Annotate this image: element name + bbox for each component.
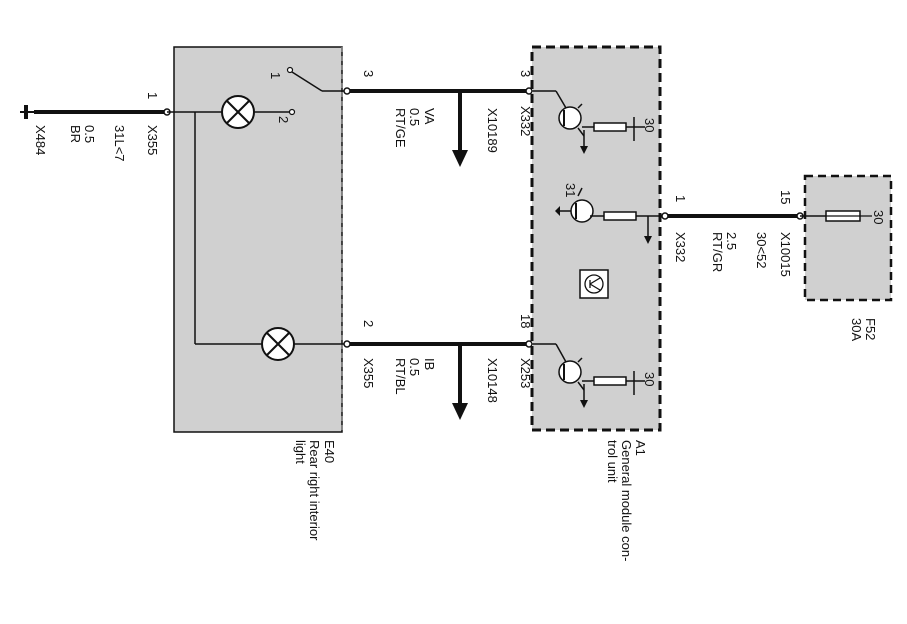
lamp-1-icon bbox=[221, 95, 255, 129]
wire-top-left-pin: 3 bbox=[361, 70, 376, 77]
transistor-top-icon bbox=[532, 90, 645, 154]
x355-left-connector-label: X355 bbox=[145, 125, 160, 155]
ground-wire-id-label: 31L<7 bbox=[112, 125, 127, 162]
a1-terminal-bottom: 30 bbox=[642, 372, 657, 386]
transistor-mid-icon bbox=[555, 187, 662, 244]
control-unit-symbol-icon bbox=[579, 269, 609, 299]
switch-pin-1-label: 1 bbox=[268, 72, 283, 79]
wire-bottom-signal: IB bbox=[422, 358, 437, 370]
f52-rating-label: 30A bbox=[849, 318, 864, 341]
transistor-bottom-icon bbox=[532, 343, 645, 408]
switch-pin-2-label: 2 bbox=[276, 116, 291, 123]
a1-right-connector: X332 bbox=[673, 232, 688, 262]
splice-x10148-icon bbox=[452, 344, 468, 420]
wire-top-splice-connector: X10189 bbox=[485, 108, 500, 153]
wire-top-signal: VA bbox=[422, 108, 437, 125]
wire-power-color: RT/GR bbox=[710, 232, 725, 272]
e40-rear-interior-light: 1 2 bbox=[167, 46, 344, 433]
wire-bottom-left-pin: 2 bbox=[361, 320, 376, 327]
f52-fuse-box bbox=[800, 174, 893, 302]
e40-name-label-2: light bbox=[293, 440, 308, 464]
wire-power-connector: X10015 bbox=[778, 232, 793, 277]
e40-id-label: E40 bbox=[322, 440, 337, 463]
x355-left-pin-label: 1 bbox=[145, 92, 160, 99]
ground-symbol bbox=[20, 105, 34, 119]
a1-name-label-1: General module con- bbox=[619, 440, 634, 561]
f52-id-label: F52 bbox=[863, 318, 878, 340]
a1-general-module bbox=[530, 45, 662, 432]
a1-terminal-top: 30 bbox=[642, 118, 657, 132]
f52-terminal: 30 bbox=[871, 210, 886, 224]
lamp-2-icon bbox=[261, 327, 295, 361]
wire-top-right-connector: X332 bbox=[518, 106, 533, 136]
wire-bottom-right-connector: X253 bbox=[518, 358, 533, 388]
a1-id-label: A1 bbox=[633, 440, 648, 456]
splice-x10189-icon bbox=[452, 91, 468, 167]
wire-top-right-pin: 3 bbox=[518, 70, 533, 77]
ground-wire-color-label: BR bbox=[68, 125, 83, 143]
wire-power-size: 2.5 bbox=[724, 232, 739, 250]
a1-name-label-2: trol unit bbox=[605, 440, 620, 483]
wire-top-color: RT/GE bbox=[393, 108, 408, 148]
wire-bottom-left-connector: X355 bbox=[361, 358, 376, 388]
door-switch-icon bbox=[286, 66, 344, 92]
wire-power-id: 30<52 bbox=[754, 232, 769, 269]
ground-connector-label: X484 bbox=[33, 125, 48, 155]
wire-bottom-size: 0.5 bbox=[407, 358, 422, 376]
a1-right-pin: 1 bbox=[673, 195, 688, 202]
ground-wire-size-label: 0.5 bbox=[82, 125, 97, 143]
wire-top-size: 0.5 bbox=[407, 108, 422, 126]
a1-terminal-mid: 31 bbox=[563, 183, 578, 197]
e40-name-label: Rear right interior bbox=[307, 440, 322, 541]
wire-bottom-splice-connector: X10148 bbox=[485, 358, 500, 403]
wire-power-right-pin: 15 bbox=[778, 190, 793, 204]
wire-bottom-color: RT/BL bbox=[393, 358, 408, 395]
wire-bottom-right-pin: 18 bbox=[518, 314, 533, 328]
